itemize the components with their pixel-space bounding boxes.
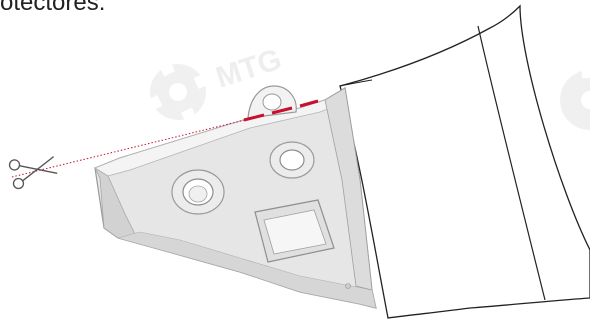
tooth-tip-icon xyxy=(340,6,590,318)
scissors-icon xyxy=(9,152,59,190)
protector-adapter-part-icon xyxy=(95,86,376,308)
mtg-logo-icon xyxy=(133,47,223,137)
mtg-logo-icon-right xyxy=(560,64,590,130)
